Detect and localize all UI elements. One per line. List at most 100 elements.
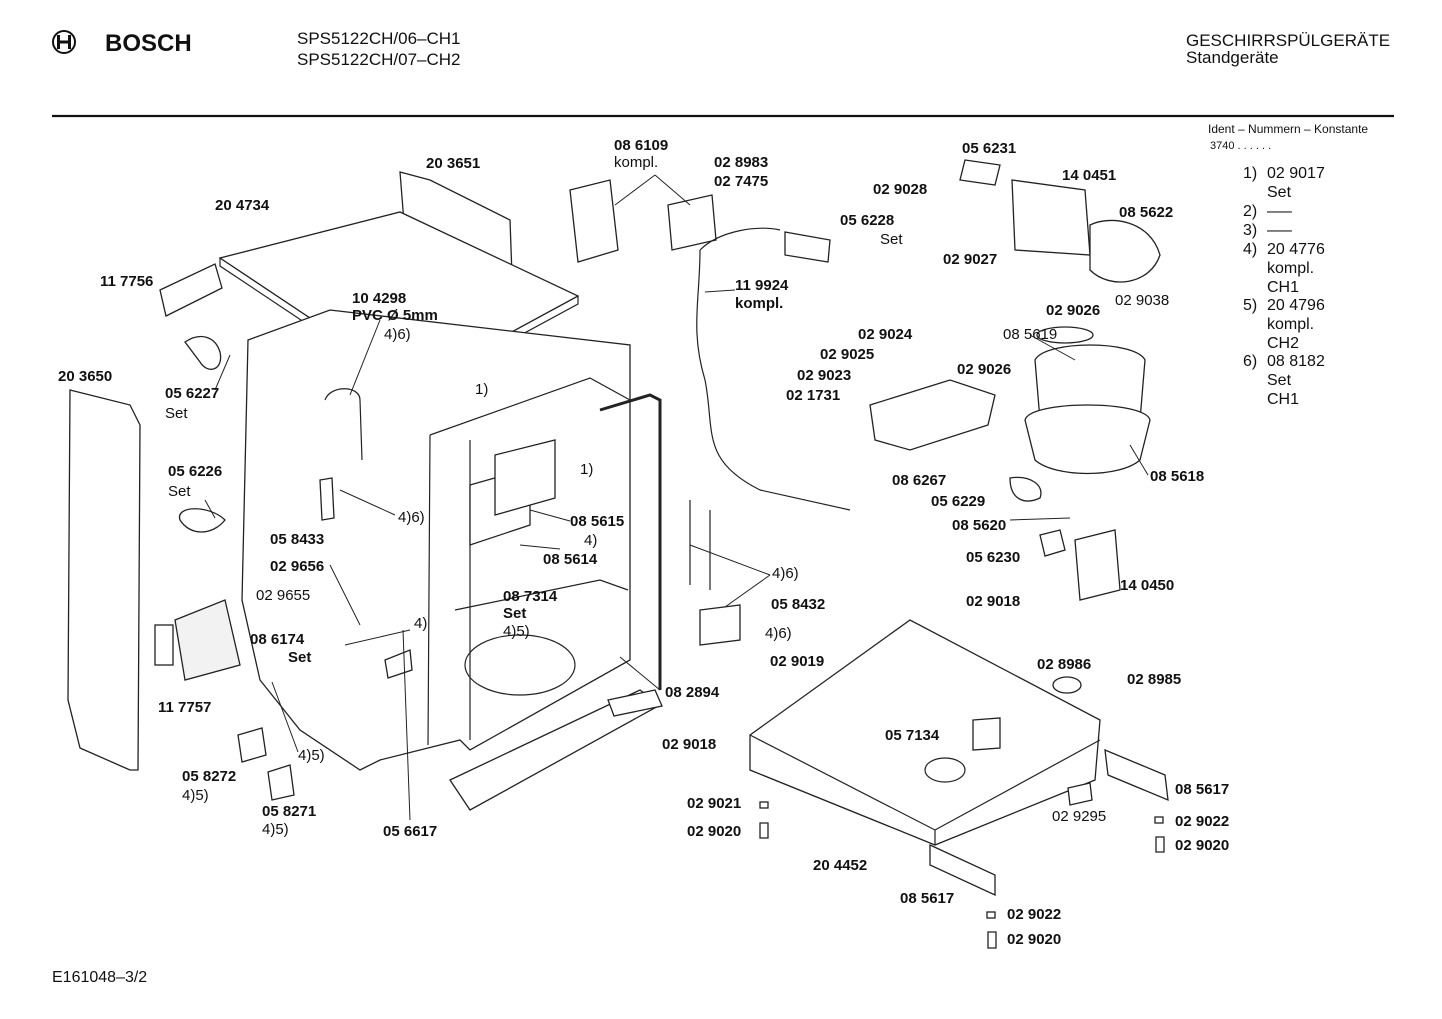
label-056230: 05 6230 [966, 549, 1020, 566]
label-kompl-2: kompl. [735, 295, 783, 312]
leader-082894 [619, 656, 661, 691]
leader-056226 [204, 499, 216, 519]
label-set-5: Set [880, 231, 903, 248]
washer-029022a [1154, 816, 1164, 824]
tub-sump [464, 634, 576, 696]
leader-4-6-c-b [724, 574, 771, 608]
label-085614: 08 5614 [543, 551, 598, 568]
label-140451: 14 0451 [1062, 167, 1116, 184]
label-082894: 08 2894 [665, 684, 720, 701]
label-note-1-a: 1) [475, 381, 488, 398]
leader-056617 [402, 629, 411, 821]
ident-title: Ident – Nummern – Konstante [1208, 122, 1368, 136]
leader-lines [204, 174, 1149, 821]
label-029022-a: 02 9022 [1175, 813, 1229, 830]
label-029026-a: 02 9026 [1046, 302, 1100, 319]
label-117757: 11 7757 [158, 699, 211, 716]
label-029028: 02 9028 [873, 181, 927, 198]
label-pvc: PVC Ø 5mm [352, 307, 438, 324]
ident-notes: Ident – Nummern – Konstante 3740 . . . .… [1208, 122, 1368, 408]
switch-058432 [699, 604, 741, 646]
leader-085619 [1029, 334, 1076, 361]
label-note-46-d: 4)6) [765, 625, 792, 642]
note-2-line-1: —– [1267, 203, 1292, 220]
part-056230 [1039, 529, 1066, 557]
label-104298: 10 4298 [352, 290, 406, 307]
label-119924: 11 9924 [735, 277, 789, 294]
distributor-086267 [869, 379, 996, 451]
note-4-num: 4) [1243, 241, 1257, 258]
leader-086174 [344, 629, 411, 646]
pump-140450 [1074, 529, 1121, 601]
heater-085614 [494, 439, 556, 516]
label-085620: 08 5620 [952, 517, 1006, 534]
label-029019: 02 9019 [770, 653, 824, 670]
note-6-line-3: CH1 [1267, 391, 1299, 408]
note-4-line-2: kompl. [1267, 260, 1314, 277]
label-058433: 05 8433 [270, 531, 324, 548]
label-029295: 02 9295 [1052, 808, 1106, 825]
label-note-1-b: 1) [580, 461, 593, 478]
hose-056227 [184, 335, 222, 370]
hose-056226 [179, 508, 226, 533]
valve-086109 [667, 194, 717, 251]
label-028983: 02 8983 [714, 154, 768, 171]
label-note-4-a: 4) [584, 532, 597, 549]
note-6-line-2: Set [1267, 372, 1292, 389]
label-085615: 08 5615 [570, 513, 624, 530]
washer-029022b [986, 911, 996, 919]
note-4-line-1: 20 4776 [1267, 241, 1325, 258]
note-5-num: 5) [1243, 297, 1257, 314]
tub-inner [427, 377, 631, 746]
category-title: GESCHIRRSPÜLGERÄTE [1186, 31, 1390, 50]
label-117756: 11 7756 [100, 273, 153, 290]
label-057134: 05 7134 [885, 727, 940, 744]
base-tray-hole [924, 757, 966, 783]
ring-029026 [1036, 326, 1094, 344]
label-029018-a: 02 9018 [966, 593, 1020, 610]
leader-085618 [1129, 444, 1149, 476]
label-204452: 20 4452 [813, 857, 867, 874]
label-note-45-d: 4)5) [262, 821, 289, 838]
label-085618: 08 5618 [1150, 468, 1204, 485]
label-085617-b: 08 5617 [900, 890, 954, 907]
label-086109: 08 6109 [614, 137, 668, 154]
part-056228 [784, 231, 831, 263]
screw-029020b [1155, 836, 1165, 853]
foot-085617b [929, 843, 996, 897]
leader-029656 [329, 564, 361, 626]
insulation-117757 [174, 599, 241, 681]
label-087314: 08 7314 [503, 588, 558, 605]
bosch-logo-icon [52, 30, 76, 54]
label-028985: 02 8985 [1127, 671, 1181, 688]
label-029020-b: 02 9020 [1175, 837, 1229, 854]
note-5-line-2: kompl. [1267, 316, 1314, 333]
label-058272: 05 8272 [182, 768, 236, 785]
brand-name: BOSCH [105, 30, 192, 57]
leader-4-6-c [689, 544, 771, 576]
label-029020-c: 02 9020 [1007, 931, 1061, 948]
screw-029020c [987, 931, 997, 949]
hose-119924 [696, 249, 851, 511]
part-028986 [1052, 676, 1082, 694]
leader-056227 [214, 354, 231, 391]
label-029655: 02 9655 [256, 587, 310, 604]
leader-085614 [519, 544, 561, 550]
note-6-num: 6) [1243, 353, 1257, 370]
label-086174: 08 6174 [250, 631, 305, 648]
note-2-num: 2) [1243, 203, 1257, 220]
bracket-117756 [159, 263, 223, 317]
leader-119924 [704, 289, 736, 293]
label-note-46-b: 4)6) [398, 509, 425, 526]
label-note-46-a: 4)6) [384, 326, 411, 343]
label-set-4: Set [288, 649, 311, 666]
leader-086109 [654, 174, 691, 206]
valve-058271 [267, 764, 295, 801]
label-note-4-b: 4) [414, 615, 427, 632]
label-029038: 02 9038 [1115, 292, 1169, 309]
label-027475: 02 7475 [714, 173, 768, 190]
label-056228: 05 6228 [840, 212, 894, 229]
leader-085615 [529, 509, 571, 522]
label-029024: 02 9024 [858, 326, 913, 343]
label-note-45-a: 4)5) [503, 623, 530, 640]
